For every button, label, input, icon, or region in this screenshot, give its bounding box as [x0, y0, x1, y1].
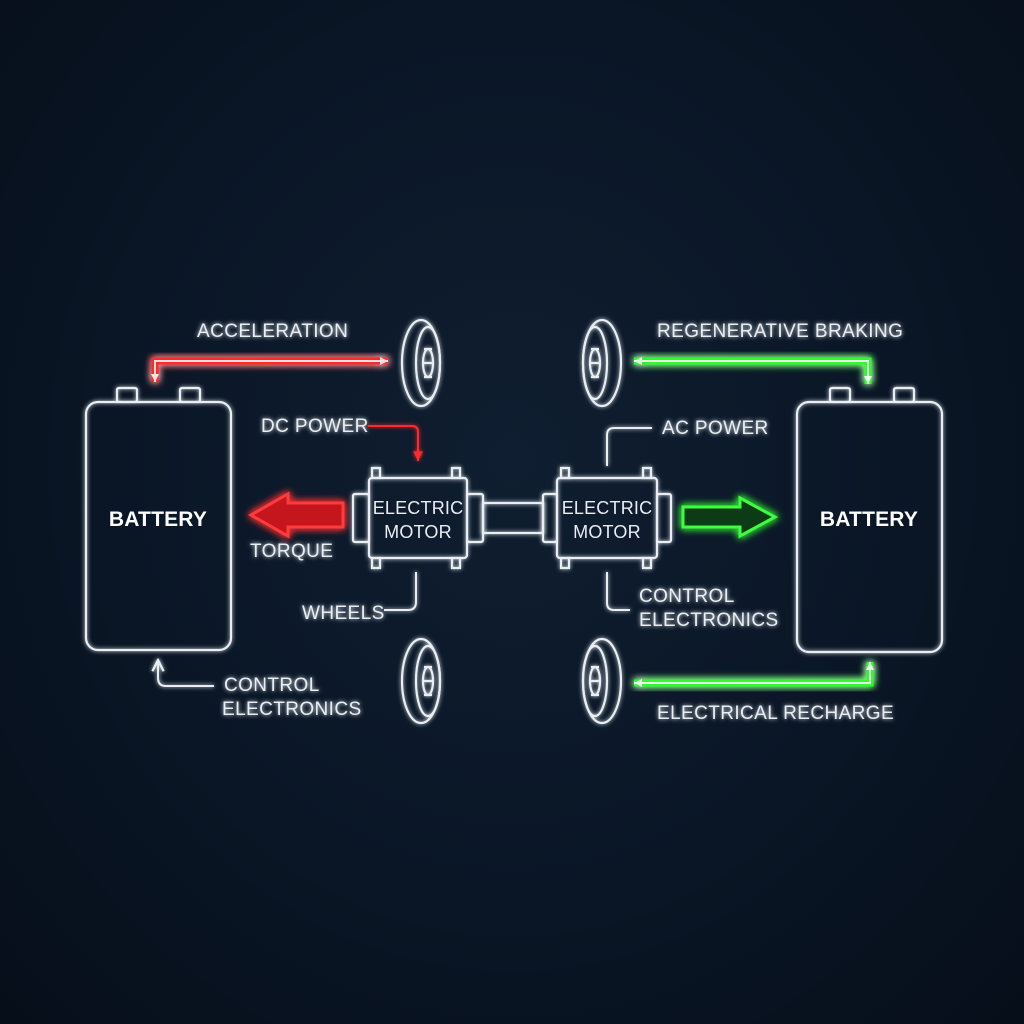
battery-icon [84, 386, 233, 652]
ac-power-leader-line [606, 427, 652, 466]
right-power-label: AC POWER [662, 418, 769, 439]
left-control-label-line2: ELECTRONICS [222, 699, 362, 720]
left-control-label-line1: CONTROL [224, 675, 320, 696]
left-battery-label: BATTERY [109, 508, 207, 531]
wheels-label: WHEELS [302, 603, 385, 624]
left-mode-label: ACCELERATION [197, 321, 348, 342]
dc-power-arrow [368, 425, 423, 461]
wheels-leader-line [384, 572, 417, 611]
right-control-label-line2: ELECTRONICS [639, 610, 779, 631]
electric-motor-icon [351, 466, 485, 570]
torque-label: TORQUE [250, 541, 333, 562]
left-motor-label-line2: MOTOR [384, 522, 452, 542]
wheel-icon [581, 637, 623, 725]
left-power-label: DC POWER [261, 416, 369, 437]
acceleration-flow-arrow [151, 357, 388, 382]
wheel-icon [581, 318, 623, 408]
right-regen-panel: REGENERATIVE BRAKING AC POWER [541, 318, 944, 725]
right-control-label-line1: CONTROL [639, 586, 735, 607]
right-motor-label-line1: ELECTRIC [562, 498, 653, 518]
regen-flow-arrow [634, 357, 872, 384]
wheel-icon [400, 637, 442, 725]
right-motor-label-line2: MOTOR [573, 522, 641, 542]
left-acceleration-panel: ACCELERATION BATTERY DC POWER TORQUE [84, 318, 485, 725]
electric-motor-icon [541, 466, 673, 570]
wheel-icon [400, 318, 442, 408]
recharge-label: ELECTRICAL RECHARGE [657, 703, 894, 724]
power-to-battery-arrow [681, 495, 779, 539]
recharge-arrow [634, 662, 874, 687]
right-mode-label: REGENERATIVE BRAKING [657, 321, 903, 342]
left-motor-label-line1: ELECTRIC [373, 498, 464, 518]
right-battery-label: BATTERY [820, 508, 918, 531]
torque-arrow [247, 491, 345, 539]
right-control-leader-line [606, 572, 630, 611]
battery-icon [795, 386, 944, 654]
control-to-battery-arrow [158, 660, 214, 687]
